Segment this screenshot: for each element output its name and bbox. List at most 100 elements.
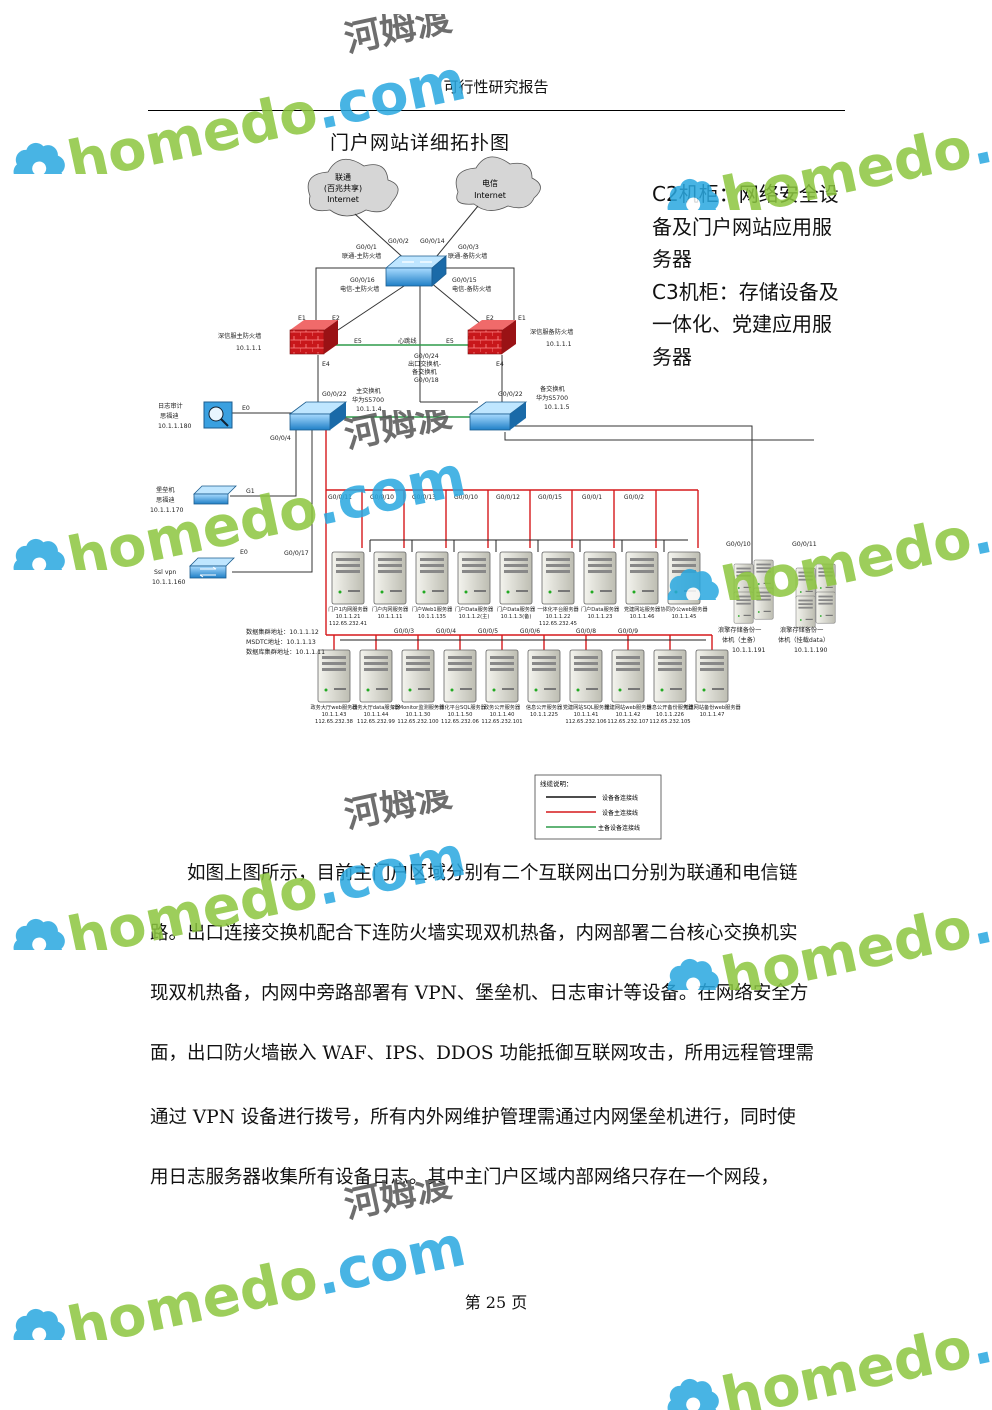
page-number: 第 25 页 bbox=[464, 1293, 528, 1312]
server-name: 政务公开服务器 bbox=[484, 703, 521, 711]
server-public-ip: 112.65.232.101 bbox=[481, 719, 522, 725]
server-ip: 10.1.1.21 bbox=[336, 614, 361, 620]
server-ip: 10.1.1.30 bbox=[406, 712, 431, 718]
server-public-ip: 112.65.232.106 bbox=[565, 719, 606, 725]
svg-text:设备主连接线: 设备主连接线 bbox=[602, 809, 638, 817]
svg-text:思福迪: 思福迪 bbox=[156, 496, 175, 504]
svg-text:E4: E4 bbox=[322, 361, 330, 368]
svg-text:深信服备防火墙: 深信服备防火墙 bbox=[530, 328, 573, 336]
cable-legend: 线缆说明： 设备备连接线 设备主连接线 主备设备连接线 bbox=[534, 774, 662, 840]
server-ip: 10.1.1.43 bbox=[322, 712, 347, 718]
server-ip: 10.1.1.46 bbox=[630, 614, 655, 620]
server-name: 一体化平台服务器 bbox=[537, 605, 579, 613]
svg-text:E2: E2 bbox=[332, 315, 340, 322]
svg-text:E4: E4 bbox=[496, 361, 504, 368]
server-name: 2BMonitor监测服务器 bbox=[392, 703, 445, 711]
top-port-label: G0/0/11 bbox=[328, 494, 352, 501]
svg-text:G0/0/24: G0/0/24 bbox=[414, 353, 439, 360]
cloud-unicom: 联通 (百兆共享) Internet bbox=[307, 158, 399, 217]
server-ip: 10.1.1.11 bbox=[378, 614, 403, 620]
svg-text:G0/0/22: G0/0/22 bbox=[322, 391, 347, 398]
server-ip: 10.1.1.23 bbox=[588, 614, 613, 620]
top-port-label: G0/0/10 bbox=[454, 494, 478, 501]
svg-text:G0/0/17: G0/0/17 bbox=[284, 550, 309, 557]
row1-server-labels: 门户1内网服务器10.1.1.21112.65.232.41门户内网服务器10.… bbox=[328, 605, 708, 627]
svg-text:G0/0/16: G0/0/16 bbox=[350, 277, 375, 284]
row2-server-labels: 政务大厅web服务器10.1.1.43112.65.232.38政务大厅data… bbox=[310, 703, 741, 725]
svg-text:10.1.1.191: 10.1.1.191 bbox=[732, 647, 766, 654]
top-port-label: G0/0/15 bbox=[538, 494, 562, 501]
svg-text:心跳线: 心跳线 bbox=[398, 337, 417, 345]
svg-text:体机（挂载data）: 体机（挂载data） bbox=[778, 636, 829, 644]
cloud-telecom: 电信 Internet bbox=[455, 156, 541, 211]
svg-text:Ssl vpn: Ssl vpn bbox=[154, 569, 176, 576]
firewall-main bbox=[289, 320, 338, 355]
svg-text:联通: 联通 bbox=[335, 172, 351, 182]
bottom-port-label: G0/0/5 bbox=[478, 628, 498, 635]
page-header: 可行性研究报告 bbox=[443, 78, 549, 96]
svg-text:G0/0/1: G0/0/1 bbox=[356, 244, 377, 251]
server-public-ip: 112.65.232.06 bbox=[441, 719, 479, 725]
svg-text:G0/0/22: G0/0/22 bbox=[498, 391, 523, 398]
svg-text:10.1.1.160: 10.1.1.160 bbox=[152, 579, 186, 586]
cabinet-note: C2机柜：网络安全设 备及门户网站应用服 务器 C3机柜：存储设备及 一体化、党… bbox=[652, 182, 839, 369]
svg-text:设备备连接线: 设备备连接线 bbox=[602, 794, 638, 802]
svg-text:10.1.1.4: 10.1.1.4 bbox=[356, 406, 382, 413]
svg-text:10.1.1.180: 10.1.1.180 bbox=[158, 423, 192, 430]
svg-text:华为S5700: 华为S5700 bbox=[536, 394, 568, 402]
server-name: 门户Web1服务器 bbox=[412, 605, 453, 613]
top-port-label: G0/0/13 bbox=[412, 494, 436, 501]
server-name: 信息公开服务器 bbox=[526, 703, 563, 711]
svg-text:联通-主防火墙: 联通-主防火墙 bbox=[342, 252, 381, 260]
svg-text:E2: E2 bbox=[486, 315, 494, 322]
server-name: 门户Data服务器 bbox=[581, 605, 620, 613]
server-name: 门户Data服务器 bbox=[497, 605, 536, 613]
svg-text:G0/0/14: G0/0/14 bbox=[420, 238, 445, 245]
outer-switch bbox=[384, 255, 448, 287]
svg-text:MSDTC地址：10.1.1.13: MSDTC地址：10.1.1.13 bbox=[246, 638, 316, 646]
svg-text:E1: E1 bbox=[518, 315, 526, 322]
svg-text:E0: E0 bbox=[240, 549, 248, 556]
bottom-port-label: G0/0/9 bbox=[618, 628, 638, 635]
server-public-ip: 112.65.232.99 bbox=[357, 719, 395, 725]
svg-text:思福迪: 思福迪 bbox=[160, 412, 179, 420]
svg-text:出口交换机-: 出口交换机- bbox=[408, 360, 441, 368]
svg-text:10.1.1.1: 10.1.1.1 bbox=[236, 345, 262, 352]
server-name: 门户1内网服务器 bbox=[328, 605, 368, 613]
svg-text:深信服主防火墙: 深信服主防火墙 bbox=[218, 332, 261, 340]
server-name: 一体化平台SQL服务器 bbox=[434, 703, 487, 711]
figure-title: 门户网站详细拓扑图 bbox=[330, 132, 511, 154]
svg-text:(百兆共享): (百兆共享) bbox=[324, 183, 362, 193]
top-port-label: G0/0/1 bbox=[582, 494, 602, 501]
server-name: 党建网站web服务器 bbox=[604, 703, 652, 711]
svg-text:E1: E1 bbox=[298, 315, 306, 322]
svg-text:电信: 电信 bbox=[482, 178, 498, 188]
bottom-port-label: G0/0/4 bbox=[436, 628, 456, 635]
server-name: 门户Data服务器 bbox=[455, 605, 494, 613]
server-row-2 bbox=[317, 649, 729, 703]
bastion-host bbox=[193, 485, 237, 505]
svg-text:线缆说明：: 线缆说明： bbox=[540, 779, 573, 788]
svg-text:Internet: Internet bbox=[327, 195, 359, 204]
server-row-1 bbox=[331, 551, 701, 605]
svg-text:G0/0/15: G0/0/15 bbox=[452, 277, 477, 284]
svg-text:G0/0/10: G0/0/10 bbox=[726, 541, 751, 548]
server-name: 门户内网服务器 bbox=[372, 605, 409, 613]
svg-text:备交换机: 备交换机 bbox=[540, 385, 566, 393]
server-ip: 10.1.1.135 bbox=[418, 614, 446, 620]
header-rule bbox=[148, 110, 845, 111]
diagram-labels: G0/0/1 G0/0/2 G0/0/14 G0/0/3 联通-主防火墙 联通-… bbox=[150, 238, 829, 656]
core-switch-backup bbox=[468, 401, 528, 431]
server-name: 党建网站备份web服务器 bbox=[683, 703, 741, 711]
svg-text:G0/0/2: G0/0/2 bbox=[388, 238, 409, 245]
svg-text:体机（主备）: 体机（主备） bbox=[722, 636, 759, 644]
server-ip: 10.1.1.2(主) bbox=[459, 612, 490, 620]
server-public-ip: 112.65.232.100 bbox=[397, 719, 438, 725]
core-switch-main bbox=[288, 401, 348, 431]
svg-text:主备设备连接线: 主备设备连接线 bbox=[598, 824, 640, 832]
bottom-port-label: G0/0/6 bbox=[520, 628, 540, 635]
svg-text:华为S5700: 华为S5700 bbox=[352, 396, 384, 404]
top-port-label: G0/0/12 bbox=[496, 494, 520, 501]
ssl-vpn-device bbox=[189, 557, 235, 579]
